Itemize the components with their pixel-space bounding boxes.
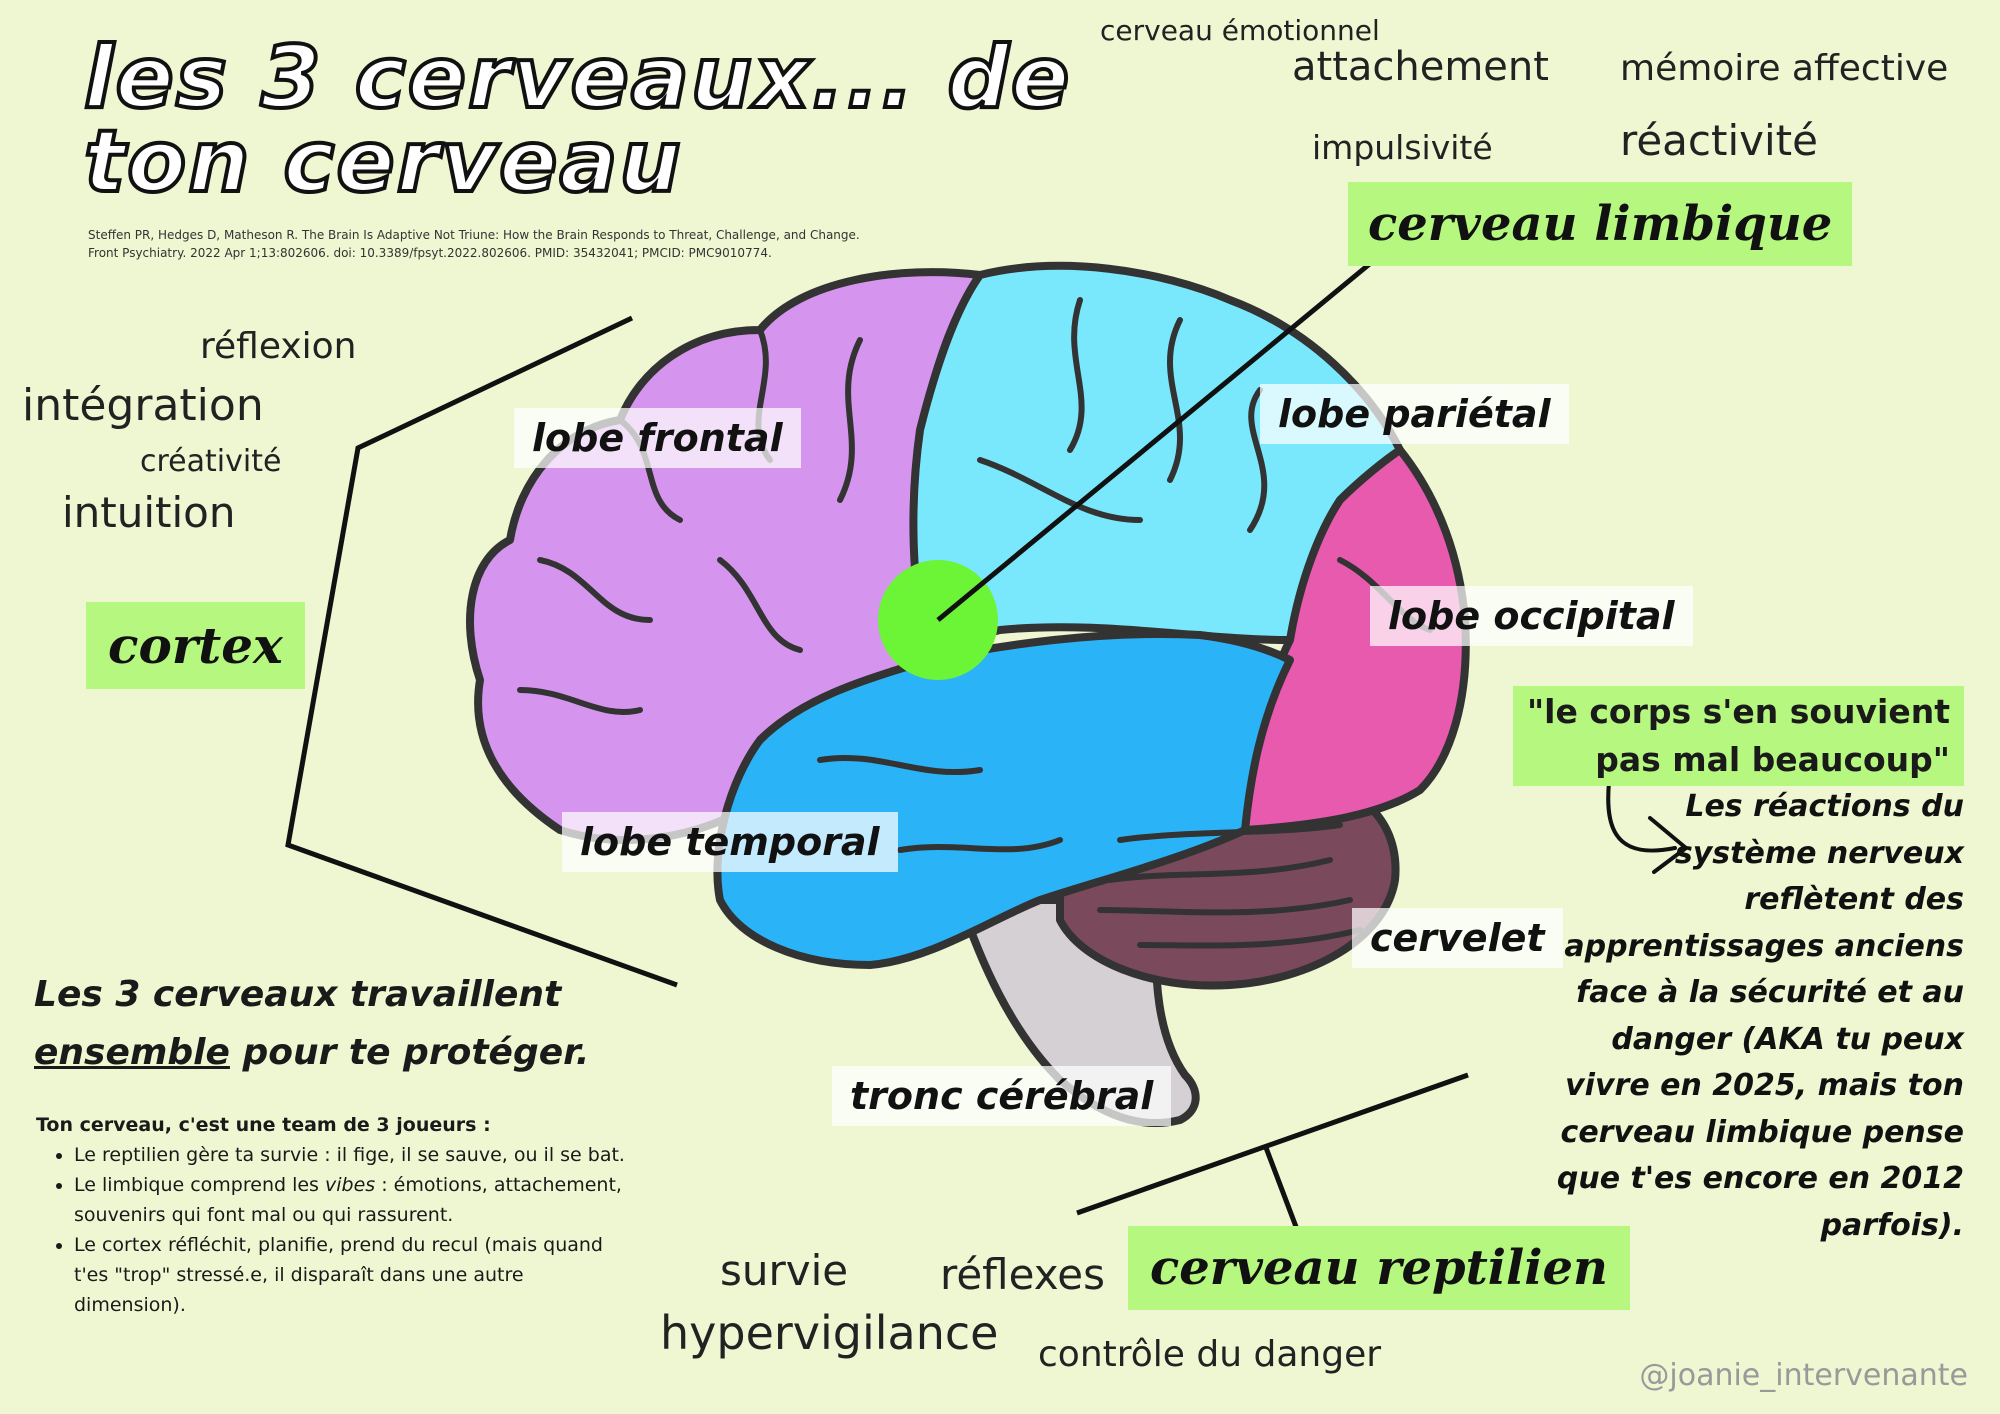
label-brainstem: tronc cérébral [832, 1066, 1172, 1126]
team-item-limbic: Le limbique comprend les vibes : émotion… [74, 1170, 634, 1230]
team-list: Le reptilien gère ta survie : il fige, i… [36, 1140, 634, 1320]
nervous-system-note: Les réactions du système nerveux reflète… [1556, 789, 1964, 1243]
cortex-word-creativite: créativité [140, 444, 282, 479]
together-underlined: ensemble [34, 1032, 230, 1073]
reptilian-word-survie: survie [720, 1246, 849, 1295]
label-parietal-lobe: lobe pariétal [1260, 384, 1569, 444]
title-line-1: les 3 cerveaux... de [82, 28, 1072, 128]
quote-line-1: "le corps s'en souvient [1526, 692, 1950, 731]
cortex-label-box: cortex [86, 602, 305, 689]
reptilian-label-box: cerveau reptilien [1128, 1226, 1630, 1310]
reptilian-word-controle: contrôle du danger [1038, 1334, 1382, 1375]
page-title: les 3 cerveaux... de ton cerveau [82, 28, 1072, 212]
cortex-bracket [285, 315, 678, 988]
limbic-header: cerveau émotionnel [1100, 14, 1380, 47]
team-item-reptilian: Le reptilien gère ta survie : il fige, i… [74, 1140, 634, 1170]
label-occipital-lobe: lobe occipital [1370, 586, 1693, 646]
together-text-1: Les 3 cerveaux travaillent [34, 974, 562, 1015]
together-statement: Les 3 cerveaux travaillent ensemble pour… [34, 966, 594, 1082]
reptilian-word-reflexes: réflexes [940, 1250, 1106, 1299]
team-item-limbic-post: : émotions, attachement, souvenirs qui f… [74, 1174, 622, 1226]
team-item-cortex: Le cortex réfléchit, planifie, prend du … [74, 1230, 634, 1320]
citation-line-2: Front Psychiatry. 2022 Apr 1;13:802606. … [88, 246, 772, 260]
limbic-word-attachement: attachement [1292, 44, 1549, 90]
author-handle: @joanie_intervenante [1639, 1358, 1968, 1393]
team-title: Ton cerveau, c'est une team de 3 joueurs… [36, 1114, 491, 1136]
cortex-word-intuition: intuition [62, 488, 236, 537]
team-item-limbic-pre: Le limbique comprend les [74, 1174, 325, 1196]
title-line-2: ton cerveau [82, 112, 683, 212]
citation-line-1: Steffen PR, Hedges D, Matheson R. The Br… [88, 228, 860, 242]
cortex-word-reflexion: réflexion [200, 326, 357, 367]
quote-line-2: pas mal beaucoup" [1595, 740, 1950, 779]
label-cerebellum: cervelet [1352, 908, 1563, 968]
cortex-word-integration: intégration [22, 380, 264, 431]
reptilian-connector [1262, 1144, 1301, 1233]
limbic-word-impulsivite: impulsivité [1312, 128, 1493, 167]
citation: Steffen PR, Hedges D, Matheson R. The Br… [88, 226, 968, 262]
limbic-word-reactivite: réactivité [1620, 116, 1818, 165]
quote-box: "le corps s'en souvient pas mal beaucoup… [1512, 686, 1964, 786]
together-text-2: pour te protéger. [242, 1032, 590, 1073]
reptilian-word-hypervigilance: hypervigilance [660, 1306, 999, 1360]
label-temporal-lobe: lobe temporal [562, 812, 898, 872]
label-frontal-lobe: lobe frontal [514, 408, 801, 468]
limbic-connector [936, 260, 1374, 622]
limbic-word-memoire: mémoire affective [1620, 48, 1949, 89]
team-item-limbic-vibes: vibes [325, 1174, 376, 1196]
reptilian-bracket [1076, 1072, 1469, 1216]
limbic-label-box: cerveau limbique [1348, 182, 1853, 266]
